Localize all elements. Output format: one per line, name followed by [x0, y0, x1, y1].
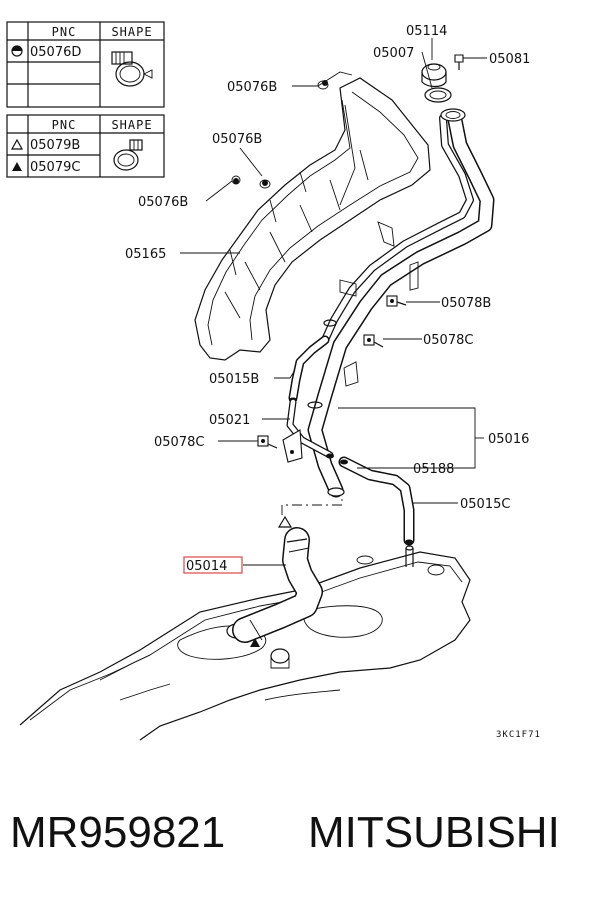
assembly-dash-line [281, 495, 343, 515]
callout-05076b-top: 05076B [227, 80, 277, 95]
bolt-05078c-upper [363, 334, 384, 348]
callout-05165: 05165 [125, 247, 166, 262]
table2-pnc-05079b: 05079B [30, 138, 80, 153]
callout-05016: 05016 [488, 432, 529, 447]
brand-name: MITSUBISHI [308, 808, 560, 857]
table2-pnc-05079c: 05079C [30, 160, 80, 175]
footer: MR959821 MITSUBISHI [0, 800, 600, 880]
leader-lines [180, 38, 487, 566]
callout-05015c: 05015C [460, 497, 510, 512]
callout-05021: 05021 [209, 413, 250, 428]
highlight-box-05014 [183, 556, 243, 574]
half-filled-circle-icon [11, 45, 23, 57]
callout-05081: 05081 [489, 52, 530, 67]
bolt-05078b [386, 295, 407, 307]
callout-05078c-lower: 05078C [154, 435, 204, 450]
breather-pipe-05021 [282, 398, 334, 463]
filler-hose [232, 527, 323, 643]
bolt-05078c-lower [257, 435, 278, 449]
fuel-tank [19, 545, 471, 741]
parts-diagram: PNC SHAPE 05076D PNC SHAPE 05079B 05079C [6, 21, 541, 741]
open-triangle-marker-icon [277, 515, 293, 528]
filled-triangle-marker-icon [250, 638, 260, 647]
part-number: MR959821 [10, 808, 226, 857]
filled-triangle-icon [12, 162, 22, 171]
filler-housing-05165 [194, 77, 431, 361]
callout-05076b-middle: 05076B [212, 132, 262, 147]
hose-05188 [338, 456, 415, 546]
filler-pipe-assembly [307, 112, 495, 498]
callout-05114: 05114 [406, 24, 447, 39]
table1-header-shape: SHAPE [111, 25, 152, 39]
legend-table-2: PNC SHAPE 05079B 05079C [6, 114, 165, 178]
table2-header-pnc: PNC [52, 118, 77, 132]
open-triangle-icon [10, 138, 24, 150]
callout-05007: 05007 [373, 46, 414, 61]
callout-05078c-upper: 05078C [423, 333, 473, 348]
clamp-shape-icon [113, 139, 143, 171]
callout-05014: 05014 [186, 559, 227, 574]
callout-05076b-left: 05076B [138, 195, 188, 210]
table1-pnc-05076d: 05076D [30, 45, 81, 60]
callout-05015b: 05015B [209, 372, 259, 387]
hose-clamp-shape-icon [111, 51, 153, 87]
table2-header-shape: SHAPE [111, 118, 152, 132]
drawing-code: 3KC1F71 [496, 730, 541, 740]
legend-table-1: PNC SHAPE 05076D [6, 21, 165, 108]
table1-header-pnc: PNC [52, 25, 77, 39]
callout-05078b: 05078B [441, 296, 491, 311]
clip-05076b-small [233, 80, 328, 186]
callout-05188: 05188 [413, 462, 454, 477]
filler-cap-group [421, 54, 466, 122]
